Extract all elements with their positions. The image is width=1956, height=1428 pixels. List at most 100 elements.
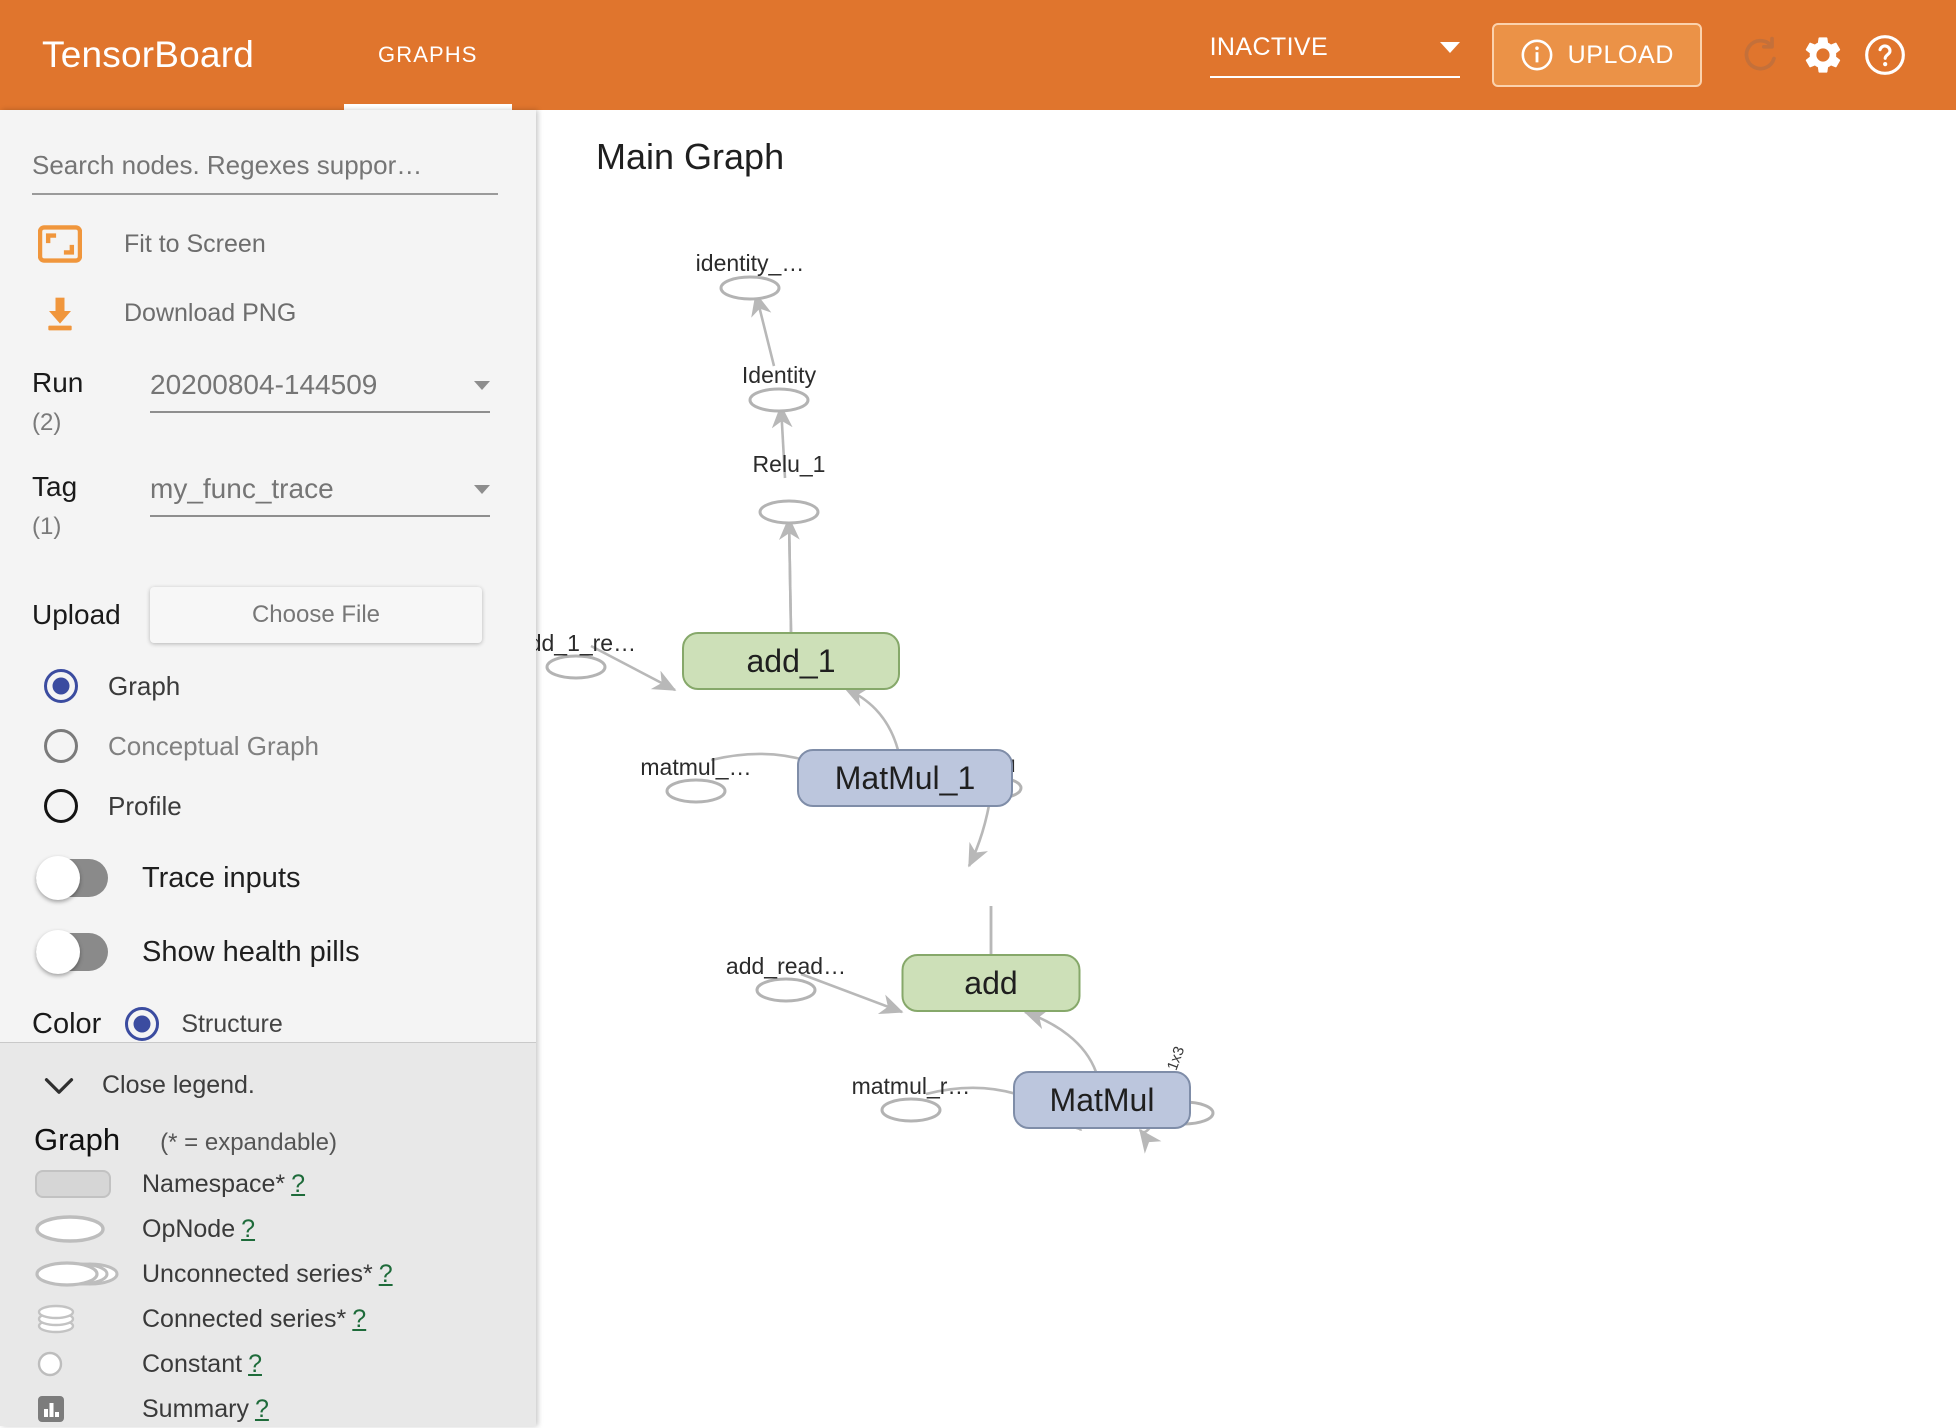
radio-profile-label: Profile xyxy=(108,790,182,821)
toggle-show-health-pills[interactable]: Show health pills xyxy=(36,930,536,974)
tag-selector-row: Tag (1) my_func_trace xyxy=(32,473,536,541)
refresh-button[interactable] xyxy=(1730,24,1792,86)
opnode-add-read xyxy=(755,977,817,1003)
run-label-block: Run (2) xyxy=(32,369,150,437)
graph-node-label-add-1-read: add_1_re… xyxy=(536,630,637,656)
help-icon xyxy=(1863,33,1907,77)
tab-graphs[interactable]: GRAPHS xyxy=(344,0,512,110)
radio-graph[interactable]: Graph xyxy=(44,669,536,703)
graph-node-label-identity-1: identity_… xyxy=(695,250,805,276)
chevron-down-icon xyxy=(44,1076,74,1096)
graph-node-matmul-1[interactable]: MatMul_1 xyxy=(797,749,1013,807)
run-value: 20200804-144509 xyxy=(150,369,378,400)
constant-icon xyxy=(34,1348,142,1380)
unconnected-series-icon xyxy=(34,1258,142,1290)
summary-icon xyxy=(34,1393,142,1425)
legend-item-namespace-label: Namespace* xyxy=(142,1169,286,1198)
settings-button[interactable] xyxy=(1792,24,1854,86)
graph-node-matmul[interactable]: MatMul xyxy=(1013,1071,1191,1129)
help-link[interactable]: ? xyxy=(291,1169,306,1198)
legend-item-unconnected-series-label: Unconnected series* xyxy=(142,1259,373,1288)
graph-node-label-identity: Identity xyxy=(741,362,817,388)
upload-button[interactable]: UPLOAD xyxy=(1491,23,1702,87)
upload-row: Upload Choose File xyxy=(32,587,536,643)
info-icon xyxy=(1520,38,1554,72)
legend-item-connected-series-label: Connected series* xyxy=(142,1304,347,1333)
run-dropdown[interactable]: 20200804-144509 xyxy=(150,369,490,413)
sidebar: Fit to Screen Download PNG Run (2) 20200… xyxy=(0,110,536,1426)
run-label: Run xyxy=(32,367,84,398)
legend-item-unconnected-series: Unconnected series*? xyxy=(34,1255,536,1293)
help-link[interactable]: ? xyxy=(352,1304,367,1333)
upload-button-label: UPLOAD xyxy=(1567,40,1674,69)
toggle-trace-inputs-label: Trace inputs xyxy=(142,861,301,894)
opnode-matmul-read xyxy=(880,1097,942,1123)
gear-icon xyxy=(1801,33,1845,77)
opnode-icon xyxy=(34,1213,142,1245)
toggle-show-health-pills-label: Show health pills xyxy=(142,935,360,968)
search-row xyxy=(32,150,498,195)
tag-label-block: Tag (1) xyxy=(32,473,150,541)
main-body: Fit to Screen Download PNG Run (2) 20200… xyxy=(0,110,1956,1426)
legend-item-namespace: Namespace*? xyxy=(34,1165,536,1203)
radio-profile[interactable]: Profile xyxy=(44,789,536,823)
legend-item-opnode: OpNode? xyxy=(34,1210,536,1248)
tag-dropdown[interactable]: my_func_trace xyxy=(150,473,490,517)
legend-item-connected-series: Connected series*? xyxy=(34,1300,536,1338)
graph-node-label-matmul-1-read: matmul_… xyxy=(640,754,752,780)
toggle-trace-inputs-switch xyxy=(36,856,108,900)
radio-graph-indicator xyxy=(44,669,78,703)
toggle-trace-inputs[interactable]: Trace inputs xyxy=(36,856,536,900)
radio-conceptual-graph-label: Conceptual Graph xyxy=(108,730,320,761)
graph-node-label-add-read: add_read… xyxy=(725,953,847,979)
radio-structure-label: Structure xyxy=(181,1009,283,1038)
legend-item-opnode-label: OpNode xyxy=(142,1214,236,1243)
graph-node-label-matmul-read: matmul_r… xyxy=(851,1073,971,1099)
connected-series-icon xyxy=(34,1302,142,1336)
opnode-add-1-read xyxy=(545,654,607,680)
radio-graph-label: Graph xyxy=(108,670,181,701)
run-status-value: INACTIVE xyxy=(1209,32,1329,61)
fit-to-screen-icon xyxy=(32,225,88,263)
help-link[interactable]: ? xyxy=(378,1259,393,1288)
radio-conceptual-graph[interactable]: Conceptual Graph xyxy=(44,729,536,763)
choose-file-button[interactable]: Choose File xyxy=(150,587,482,643)
graph-canvas[interactable]: Main Graph xyxy=(536,110,1956,1426)
opnode-identity-1 xyxy=(719,275,781,301)
radio-structure-indicator[interactable] xyxy=(125,1007,160,1041)
chevron-down-icon xyxy=(1439,41,1460,53)
color-row: Color Structure xyxy=(32,1007,536,1041)
opnode-matmul-1-read xyxy=(665,778,727,804)
run-selector-row: Run (2) 20200804-144509 xyxy=(32,369,536,437)
fit-to-screen-action[interactable]: Fit to Screen xyxy=(32,225,536,263)
help-link[interactable]: ? xyxy=(241,1214,256,1243)
legend-note: (* = expandable) xyxy=(160,1129,337,1156)
help-button[interactable] xyxy=(1854,24,1916,86)
refresh-icon xyxy=(1740,34,1782,76)
download-icon xyxy=(32,293,88,333)
opnode-relu-1 xyxy=(758,499,820,525)
graph-node-add[interactable]: add xyxy=(901,954,1081,1012)
legend-panel: Close legend. Graph (* = expandable) Nam… xyxy=(0,1042,536,1426)
toggle-show-health-pills-switch xyxy=(36,930,108,974)
fit-to-screen-label: Fit to Screen xyxy=(124,229,266,258)
help-link[interactable]: ? xyxy=(248,1349,262,1378)
nav-tabs: GRAPHS xyxy=(344,0,512,110)
graph-node-add-1[interactable]: add_1 xyxy=(682,632,900,690)
close-legend-label: Close legend. xyxy=(102,1071,255,1099)
top-app-bar: TensorBoard GRAPHS INACTIVE UPLOAD xyxy=(0,0,1956,110)
download-png-action[interactable]: Download PNG xyxy=(32,293,536,333)
close-legend-button[interactable]: Close legend. xyxy=(44,1071,536,1100)
opnode-identity xyxy=(748,387,810,413)
radio-conceptual-graph-indicator xyxy=(44,729,78,763)
help-link[interactable]: ? xyxy=(254,1394,269,1423)
legend-item-constant: Constant? xyxy=(34,1345,536,1383)
namespace-icon xyxy=(34,1168,142,1200)
download-png-label: Download PNG xyxy=(124,298,297,327)
legend-item-summary-label: Summary xyxy=(142,1394,249,1423)
color-label: Color xyxy=(32,1007,102,1040)
upload-label: Upload xyxy=(32,599,121,630)
run-status-dropdown[interactable]: INACTIVE xyxy=(1209,32,1460,78)
search-input[interactable] xyxy=(32,150,498,195)
top-bar-right-controls: INACTIVE UPLOAD xyxy=(1209,23,1916,87)
